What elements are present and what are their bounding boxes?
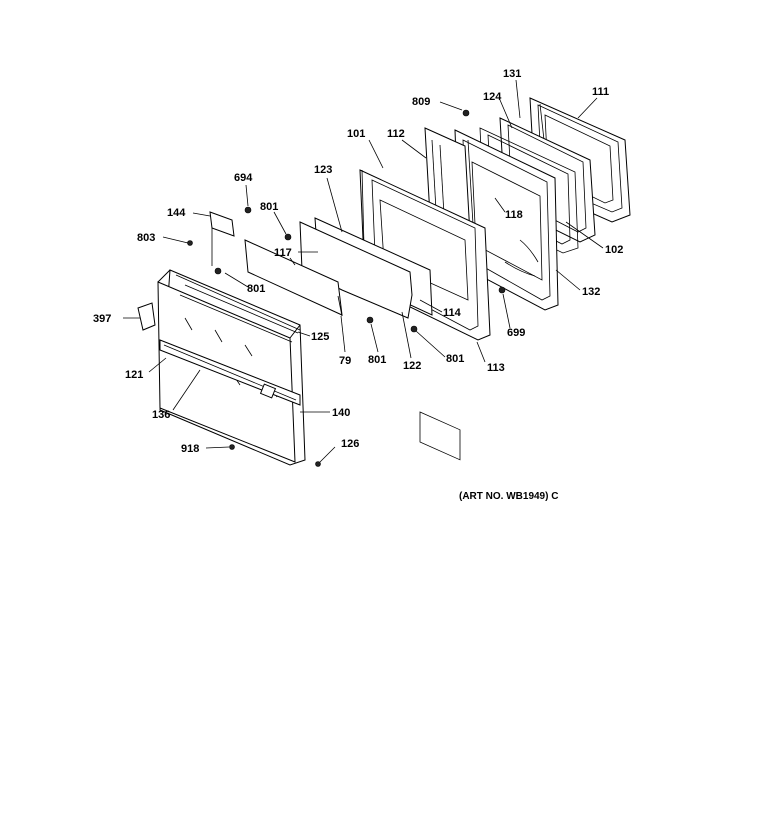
part-label-144: 144 <box>167 207 186 219</box>
part-label-125: 125 <box>311 331 329 343</box>
hinge-bracket <box>137 211 235 331</box>
part-label-918: 918 <box>181 443 199 455</box>
part-label-123: 123 <box>314 164 332 176</box>
part-label-699: 699 <box>507 327 525 339</box>
part-label-801-left: 801 <box>247 283 265 295</box>
part-label-801-right: 801 <box>446 353 464 365</box>
part-label-124: 124 <box>483 91 502 103</box>
part-label-121: 121 <box>125 369 143 381</box>
part-label-397: 397 <box>93 313 111 325</box>
part-label-112: 112 <box>387 128 405 140</box>
part-label-122: 122 <box>403 360 421 372</box>
part-label-801-mid: 801 <box>368 354 386 366</box>
part-label-131: 131 <box>503 68 521 80</box>
part-label-126: 126 <box>341 438 359 450</box>
part-label-79: 79 <box>339 355 351 367</box>
part-label-113: 113 <box>487 362 505 374</box>
outer-glass <box>244 221 413 319</box>
part-label-801-top: 801 <box>260 201 278 213</box>
part-label-114: 114 <box>443 307 462 319</box>
part-label-694: 694 <box>234 172 253 184</box>
part-labels: 111 131 124 809 101 112 123 694 144 801 … <box>93 68 623 455</box>
part-label-132: 132 <box>582 286 600 298</box>
door-handle <box>159 339 301 406</box>
part-label-117: 117 <box>274 247 292 259</box>
part-label-136: 136 <box>152 409 170 421</box>
leader-lines <box>123 79 604 463</box>
art-number: (ART NO. WB1949) C <box>459 491 558 502</box>
outer-door <box>157 269 306 466</box>
part-label-102: 102 <box>605 244 623 256</box>
part-label-140: 140 <box>332 407 350 419</box>
part-label-111: 111 <box>592 86 609 98</box>
part-label-118: 118 <box>505 209 523 221</box>
part-label-809: 809 <box>412 96 430 108</box>
part-label-803: 803 <box>137 232 155 244</box>
screws <box>187 109 506 467</box>
part-label-101: 101 <box>347 128 365 140</box>
